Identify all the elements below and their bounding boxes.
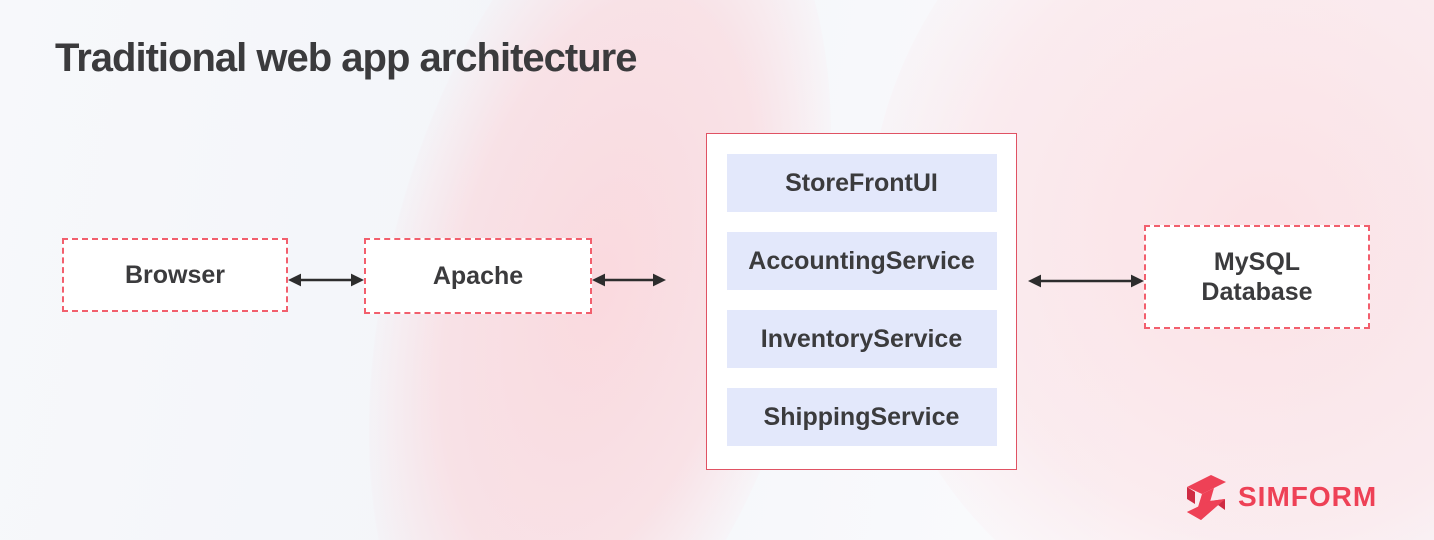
page-title: Traditional web app architecture bbox=[55, 36, 637, 80]
double-arrow-icon bbox=[288, 273, 364, 287]
simform-logo-text: SIMFORM bbox=[1238, 481, 1378, 512]
arrow-services-database bbox=[1028, 270, 1144, 292]
node-browser: Browser bbox=[62, 238, 288, 312]
node-apache: Apache bbox=[364, 238, 592, 314]
node-database-label-line1: MySQL bbox=[1213, 248, 1301, 276]
service-label: ShippingService bbox=[763, 402, 960, 431]
service-box-storefrontui: StoreFrontUI bbox=[726, 154, 997, 212]
service-box-inventoryservice: InventoryService bbox=[726, 310, 997, 368]
service-label: StoreFrontUI bbox=[785, 168, 938, 197]
service-box-shippingservice: ShippingService bbox=[726, 388, 997, 446]
service-label: InventoryService bbox=[760, 324, 963, 353]
double-arrow-icon bbox=[1028, 274, 1144, 288]
arrow-apache-services bbox=[592, 269, 666, 291]
service-box-accountingservice: AccountingService bbox=[726, 232, 997, 290]
service-label: AccountingService bbox=[748, 246, 975, 275]
services-container: StoreFrontUI AccountingService Inventory… bbox=[706, 133, 1017, 470]
node-database-label-line2: Database bbox=[1201, 278, 1313, 306]
node-apache-label: Apache bbox=[432, 261, 524, 290]
arrow-browser-apache bbox=[288, 269, 364, 291]
node-browser-label: Browser bbox=[124, 260, 226, 289]
double-arrow-icon bbox=[592, 273, 666, 287]
simform-logo: SIMFORM bbox=[1184, 472, 1377, 522]
simform-s-icon bbox=[1187, 475, 1226, 520]
node-database-label: MySQL Database bbox=[1201, 247, 1312, 307]
node-mysql-database: MySQL Database bbox=[1144, 225, 1370, 329]
